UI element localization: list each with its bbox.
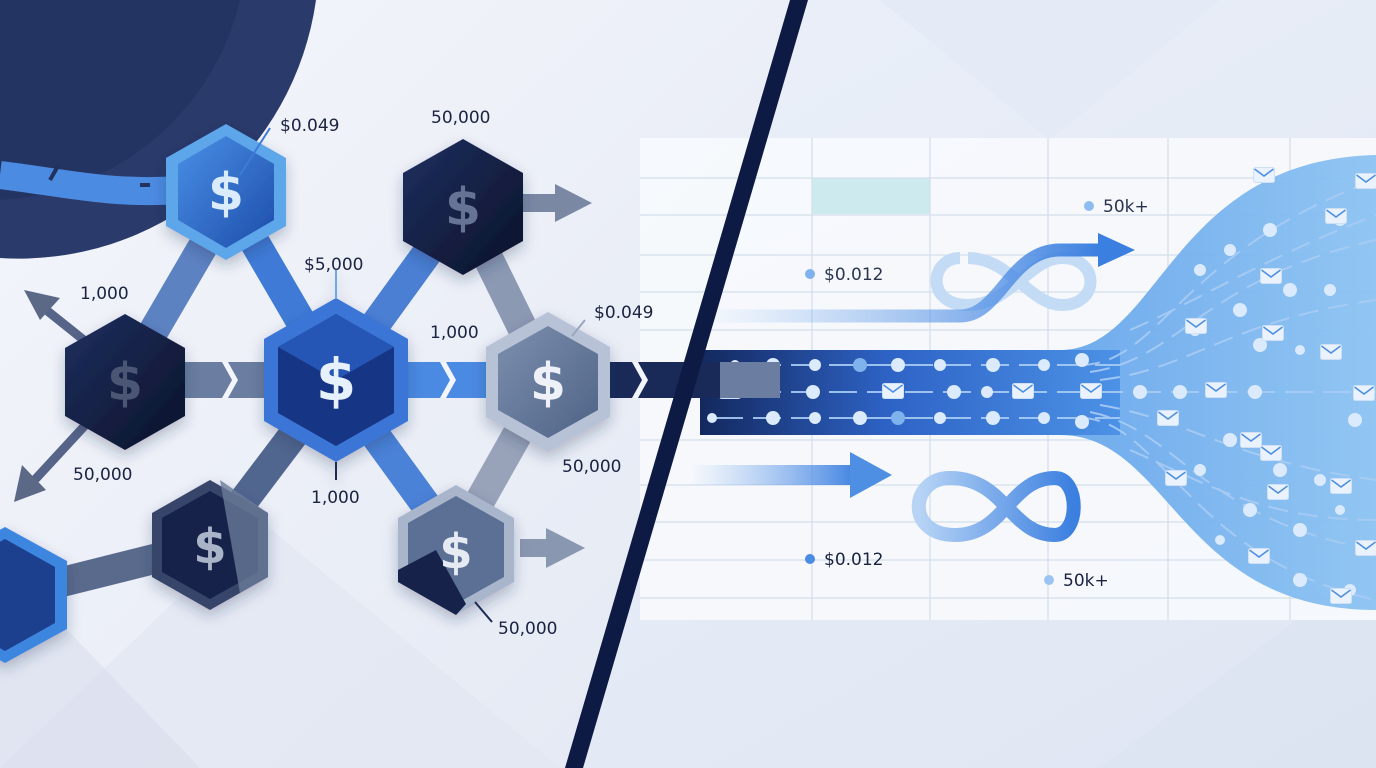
- lower-flow-arrow: [690, 452, 1081, 543]
- arrow-right-icon: [555, 184, 592, 222]
- hex-node-dark: $: [403, 139, 523, 275]
- hex-node-center: $: [264, 270, 408, 480]
- label-price-lower: $0.012: [824, 550, 883, 570]
- email-network: [715, 179, 1376, 601]
- label-volume-n4-bottom: 50,000: [73, 465, 132, 485]
- hex-node-blue: $: [166, 124, 286, 260]
- dollar-icon: $: [193, 519, 226, 575]
- dollar-icon: $: [208, 163, 244, 223]
- arrow-right-icon: [1098, 233, 1135, 267]
- hex-node-dark: $: [65, 314, 185, 450]
- arrow-right-icon: [850, 452, 892, 498]
- arrow-right-icon: [546, 528, 585, 568]
- label-price-n3: $5,000: [304, 255, 363, 275]
- label-volume-n7: 50,000: [498, 619, 557, 639]
- hex-node-gray-dark: $: [398, 485, 514, 615]
- label-volume-n2: 50,000: [431, 108, 490, 128]
- label-price-n1: $0.049: [280, 116, 339, 136]
- label-price-upper: $0.012: [824, 265, 883, 285]
- hex-node-gray: $: [486, 312, 610, 452]
- label-50k-top: 50k+: [1103, 197, 1149, 217]
- left-labels: $0.049 50,000 $5,000 1,000 1,000 1,000 5…: [73, 108, 653, 639]
- highlighted-cell: [812, 178, 930, 214]
- hex-node-dark-gray: $: [152, 480, 268, 610]
- label-volume-n4: 1,000: [80, 284, 129, 304]
- dollar-icon: $: [439, 524, 472, 580]
- dollar-icon: $: [316, 346, 356, 414]
- infinity-icon: [911, 470, 1081, 543]
- infinity-icon: [930, 251, 1097, 312]
- label-price-n5: $0.049: [594, 303, 653, 323]
- dollar-icon: $: [107, 353, 143, 413]
- dollar-icon: $: [530, 353, 566, 413]
- arrow-up-left-icon: [24, 290, 60, 320]
- right-labels: 50k+ $0.012 $0.012 50k+: [805, 197, 1149, 591]
- hex-node-blue-partial: [0, 527, 67, 663]
- label-volume-n3-bottom: 1,000: [311, 488, 360, 508]
- upper-flow-arrow: [700, 233, 1135, 323]
- label-volume-n5-bottom: 50,000: [562, 457, 621, 477]
- arrow-down-left-icon: [14, 465, 46, 502]
- diagonal-divider: [565, 0, 808, 768]
- dollar-icon: $: [445, 178, 481, 238]
- label-volume-n3-right: 1,000: [430, 323, 479, 343]
- label-50k-bottom: 50k+: [1063, 571, 1109, 591]
- side-arrows: [14, 184, 592, 568]
- hex-nodes: $ $ $ $ $ $: [0, 124, 610, 663]
